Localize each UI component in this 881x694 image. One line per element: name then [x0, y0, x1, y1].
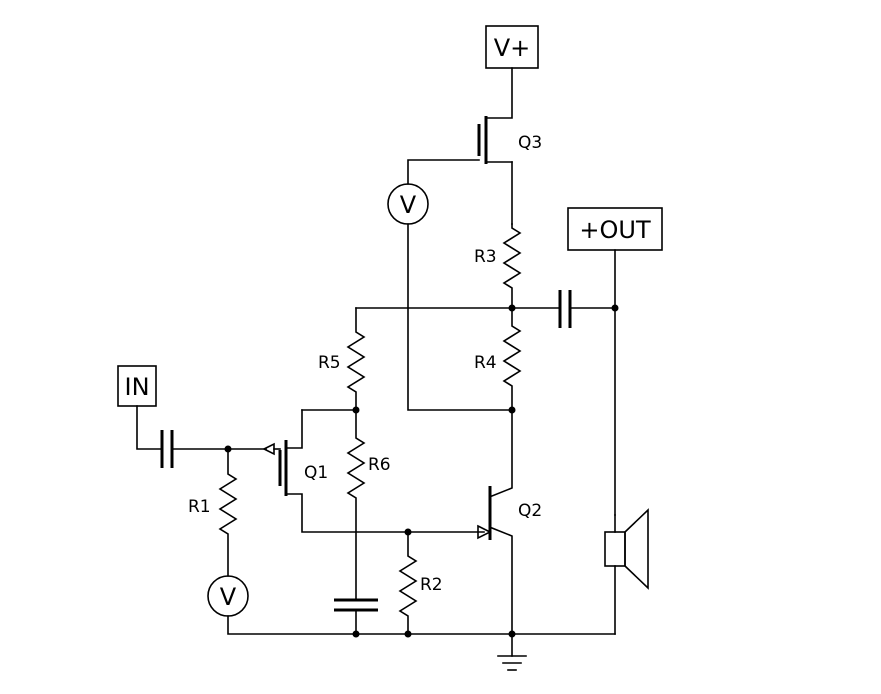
resistor-r4: R4 [474, 307, 522, 411]
capacitor-bypass [334, 598, 378, 612]
junction-dot [508, 630, 516, 638]
speaker-icon [604, 508, 649, 635]
voltmeter-top: V [387, 183, 513, 411]
junction-dot [508, 406, 516, 414]
junction-dot [611, 304, 619, 312]
junction-dot [404, 528, 412, 536]
transistor-q1: Q1 [227, 409, 485, 533]
r5-label: R5 [318, 353, 341, 373]
terminal-in-label: IN [124, 373, 149, 401]
resistor-r1: R1 [188, 448, 238, 577]
junction-dot [224, 445, 232, 453]
terminal-vplus-label: V+ [494, 34, 531, 62]
transistor-q3: Q3 [407, 67, 542, 225]
q1-label: Q1 [304, 463, 328, 483]
transistor-q2: Q2 [477, 409, 542, 635]
voltmeter-top-symbol: V [400, 191, 417, 219]
capacitor-input [160, 430, 174, 468]
r4-label: R4 [474, 353, 497, 373]
voltmeter-bottom-symbol: V [220, 583, 237, 611]
terminal-in: IN [117, 365, 157, 407]
ground-icon [497, 633, 527, 671]
terminal-out-label: +OUT [579, 216, 651, 244]
resistor-r5: R5 [318, 307, 366, 411]
junction-dot [404, 630, 412, 638]
voltmeter-bottom: V [207, 575, 616, 635]
resistor-r6: R6 [346, 409, 391, 599]
capacitor-output [558, 290, 572, 328]
junction-dot [352, 630, 360, 638]
terminal-vplus: V+ [485, 25, 539, 69]
resistor-r3: R3 [474, 223, 522, 309]
resistor-r2: R2 [398, 531, 443, 635]
junction-dot [508, 304, 516, 312]
r3-label: R3 [474, 247, 497, 267]
r2-label: R2 [420, 575, 443, 595]
r1-label: R1 [188, 497, 211, 517]
q2-label: Q2 [518, 501, 542, 521]
terminal-out: +OUT [567, 207, 663, 251]
r6-label: R6 [368, 455, 391, 475]
q3-label: Q3 [518, 133, 542, 153]
junction-dot [352, 406, 360, 414]
